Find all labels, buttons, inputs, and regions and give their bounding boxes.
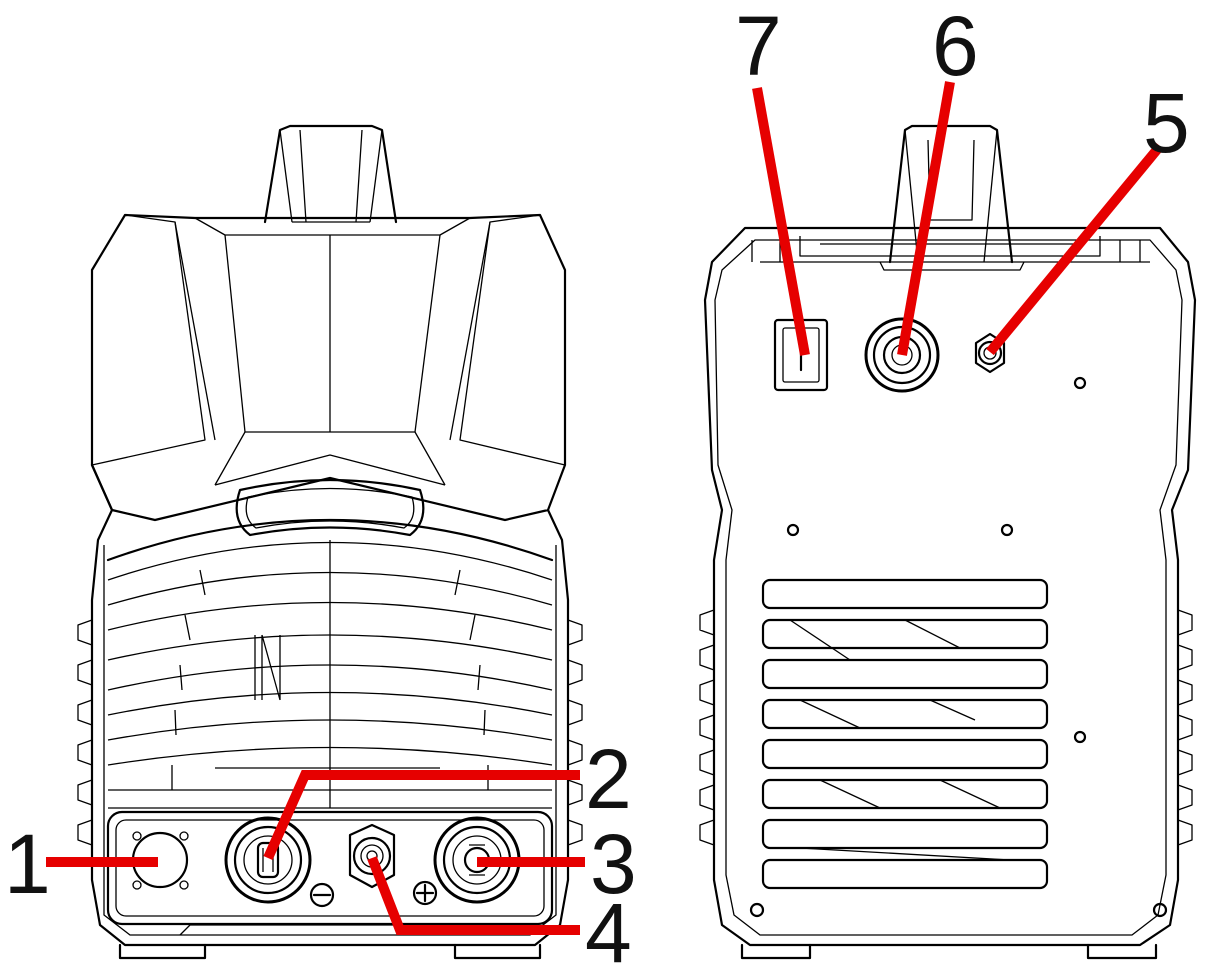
callout-6: 6 <box>932 0 979 93</box>
screw-hole-icon <box>749 902 765 918</box>
negative-terminal <box>224 816 312 904</box>
leader-4 <box>367 856 580 935</box>
rear-view <box>699 124 1197 960</box>
front-handle-grip <box>235 478 425 537</box>
front-connector-panel <box>106 810 554 926</box>
plus-symbol-icon <box>412 880 438 906</box>
callout-2: 2 <box>585 732 632 826</box>
leader-lines <box>46 81 1164 935</box>
callout-4: 4 <box>585 886 632 963</box>
screw-hole-icon <box>1000 523 1014 537</box>
screw-hole-icon <box>1152 902 1168 918</box>
front-top-cover <box>90 213 567 522</box>
leader-2 <box>263 770 580 861</box>
leader-5 <box>986 142 1164 356</box>
callout-3: 3 <box>590 817 637 911</box>
screw-hole-icon <box>786 523 800 537</box>
front-view <box>77 124 583 960</box>
rear-carry-handle <box>888 124 1014 264</box>
leader-6 <box>897 81 955 356</box>
gas-outlet <box>348 823 396 889</box>
callout-7: 7 <box>735 0 782 93</box>
front-grille <box>106 518 554 809</box>
screw-hole-icon <box>1073 376 1087 390</box>
front-carry-handle <box>263 124 398 224</box>
leader-7 <box>752 87 810 356</box>
rear-body <box>699 226 1197 960</box>
rear-screw-holes <box>749 376 1168 918</box>
callout-1: 1 <box>4 817 51 911</box>
minus-symbol-icon <box>309 882 335 908</box>
rear-vent <box>761 578 1049 890</box>
screw-hole-icon <box>1073 730 1087 744</box>
callout-5: 5 <box>1143 76 1190 170</box>
callout-labels: 1 2 3 4 5 6 7 <box>4 0 1190 963</box>
